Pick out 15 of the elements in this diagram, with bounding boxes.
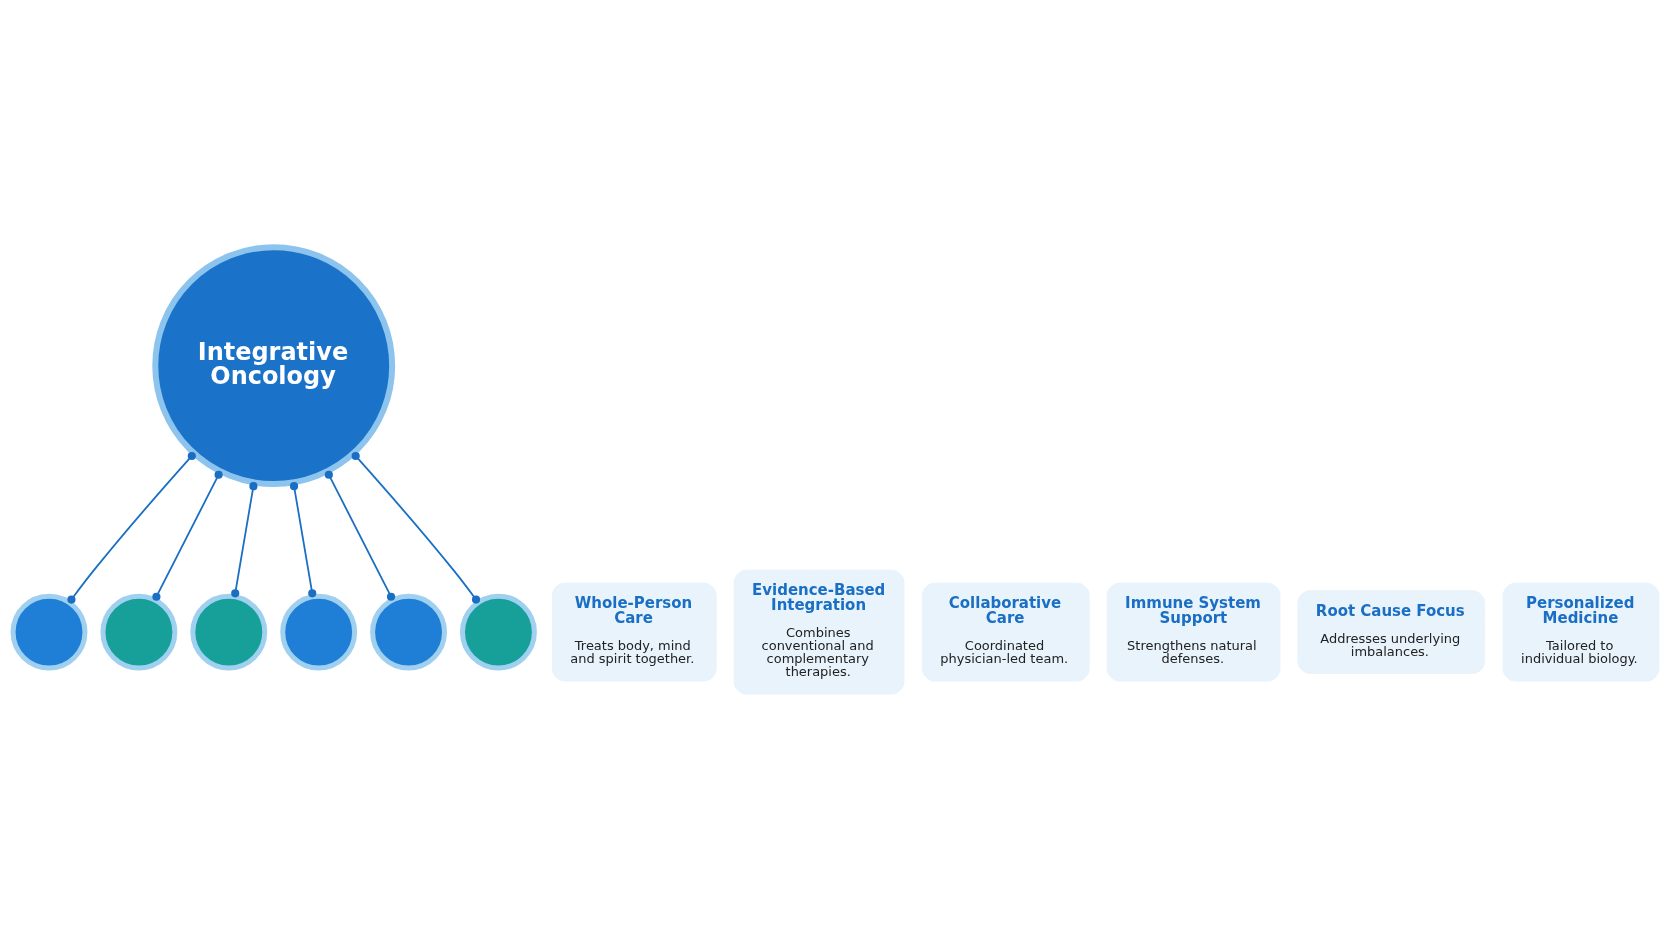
node-box: Collaborative Care Coordinated physician-led team. (921, 582, 1090, 682)
node-box: Whole-Person Care Treats body, mind and spirit together. (551, 582, 717, 682)
connector (351, 451, 481, 604)
connector (67, 451, 196, 604)
node-circle (280, 593, 358, 671)
connector (152, 470, 223, 601)
connector (324, 470, 396, 601)
connector (231, 482, 258, 598)
connector (289, 482, 317, 598)
node-circle: Integrative Oncology (152, 244, 396, 488)
node-box: Immune System Support Strengthens natural defenses. (1106, 582, 1281, 682)
node-box: Evidence-Based Integration Combines conventional and complementary therapies. (733, 569, 905, 695)
node-box: Root Cause Focus Addresses underlying imbalances. (1297, 590, 1486, 675)
node-circle (190, 593, 268, 671)
node-box: Personalized Medicine Tailored to individual biology. (1502, 582, 1660, 682)
